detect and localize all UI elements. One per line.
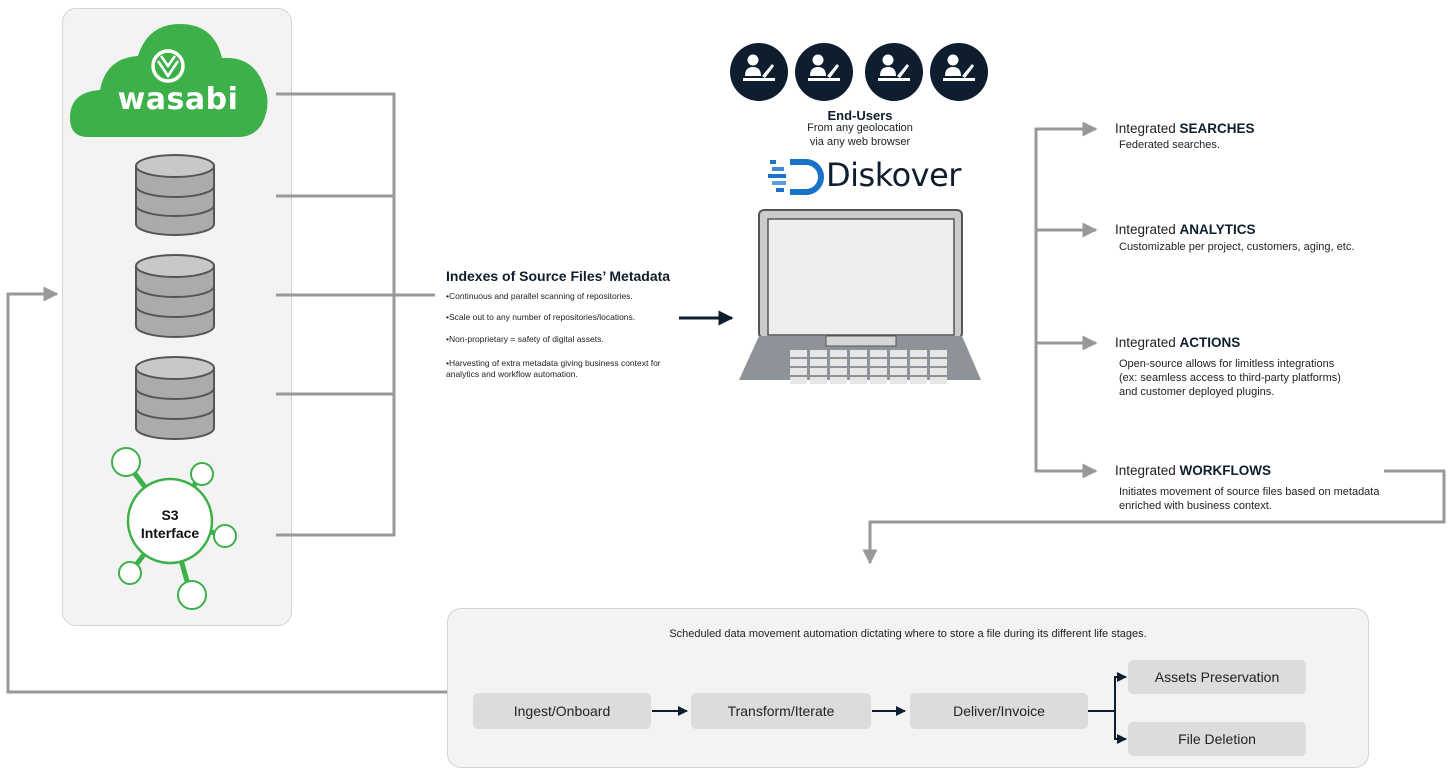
- outcome-assets-preservation: Assets Preservation: [1128, 660, 1306, 694]
- stage-deliver-invoice: Deliver/Invoice: [910, 693, 1088, 729]
- capability-workflows-desc: enriched with business context.: [1119, 500, 1272, 512]
- s3-label-line1: S3: [161, 507, 179, 523]
- diskover-logo-icon: [768, 159, 824, 195]
- capability-name: SEARCHES: [1179, 121, 1255, 136]
- capability-analytics-desc: Customizable per project, customers, agi…: [1119, 241, 1355, 253]
- capability-actions-desc: and customer deployed plugins.: [1119, 386, 1275, 398]
- workflows-to-automation-arrow: [862, 469, 1446, 565]
- keyboard-key: [810, 368, 827, 375]
- keyboard-key: [890, 368, 907, 375]
- end-users-line1: From any geolocation: [807, 122, 913, 134]
- keyboard-key: [910, 377, 927, 384]
- indexes-title: Indexes of Source Files’ Metadata: [446, 268, 671, 284]
- wasabi-cloud-logo: [70, 24, 268, 137]
- keyboard-key: [790, 368, 807, 375]
- keyboard-key: [850, 359, 867, 366]
- capability-prefix: Integrated: [1115, 222, 1180, 237]
- capability-name: ANALYTICS: [1179, 222, 1256, 237]
- diskover-wordmark: Diskover: [826, 156, 961, 194]
- s3-label-line2: Interface: [140, 525, 200, 541]
- outcome-file-deletion: File Deletion: [1128, 722, 1306, 756]
- keyboard-key: [910, 368, 927, 375]
- keyboard-key: [890, 359, 907, 366]
- laptop-icon: [739, 209, 981, 380]
- keyboard-key: [810, 359, 827, 366]
- capability-searches-title: Integrated SEARCHES: [1115, 121, 1255, 136]
- database-icon: [135, 254, 215, 338]
- keyboard-key: [930, 350, 947, 357]
- keyboard-key: [850, 368, 867, 375]
- keyboard-key: [870, 359, 887, 366]
- keyboard-key: [850, 350, 867, 357]
- indexes-item: •Harvesting of extra metadata giving bus…: [446, 358, 661, 379]
- keyboard-key: [930, 377, 947, 384]
- keyboard-key: [890, 350, 907, 357]
- capability-actions-desc: (ex: seamless access to third-party plat…: [1119, 372, 1341, 384]
- capability-name: WORKFLOWS: [1179, 463, 1272, 478]
- keyboard-key: [810, 350, 827, 357]
- keyboard-key: [850, 377, 867, 384]
- s3-interface-label: S3 Interface: [128, 506, 212, 542]
- wasabi-brand-label: wasabi: [117, 82, 239, 117]
- capability-analytics-title: Integrated ANALYTICS: [1115, 222, 1256, 237]
- database-icon: [135, 356, 215, 440]
- indexes-item: •Continuous and parallel scanning of rep…: [446, 291, 633, 301]
- keyboard-key: [830, 350, 847, 357]
- indexes-item: •Non-proprietary = safety of digital ass…: [446, 334, 604, 344]
- end-user-icon: [795, 43, 853, 101]
- database-icon: [135, 154, 215, 236]
- keyboard-key: [890, 377, 907, 384]
- laptop-keyboard: [790, 350, 947, 384]
- keyboard-key: [870, 368, 887, 375]
- outcome-fork: [1088, 672, 1127, 744]
- end-user-icon: [930, 43, 988, 101]
- storage-connector: [276, 92, 435, 537]
- stage-transform-iterate: Transform/Iterate: [691, 693, 871, 729]
- end-users-line2: via any web browser: [809, 136, 911, 148]
- keyboard-key: [830, 368, 847, 375]
- keyboard-key: [790, 359, 807, 366]
- end-user-icon: [730, 43, 788, 101]
- keyboard-key: [790, 377, 807, 384]
- capability-name: ACTIONS: [1179, 335, 1241, 350]
- capability-searches-desc: Federated searches.: [1119, 139, 1220, 151]
- return-loop-arrow: [6, 286, 447, 694]
- keyboard-key: [830, 359, 847, 366]
- capability-workflows-title: Integrated WORKFLOWS: [1115, 463, 1271, 478]
- keyboard-key: [870, 377, 887, 384]
- wasabi-leaf-icon: [151, 49, 185, 83]
- capabilities-connector: [1034, 121, 1098, 479]
- automation-caption: Scheduled data movement automation dicta…: [669, 628, 1147, 640]
- keyboard-key: [870, 350, 887, 357]
- keyboard-key: [910, 350, 927, 357]
- capability-prefix: Integrated: [1115, 335, 1180, 350]
- keyboard-key: [810, 377, 827, 384]
- indexes-item: •Scale out to any number of repositories…: [446, 312, 636, 322]
- capability-prefix: Integrated: [1115, 463, 1180, 478]
- keyboard-key: [910, 359, 927, 366]
- end-users-title: End-Users: [827, 108, 893, 123]
- capability-prefix: Integrated: [1115, 121, 1180, 136]
- capability-actions-desc: Open-source allows for limitless integra…: [1119, 358, 1335, 370]
- s3-interface-icon: [111, 447, 237, 610]
- end-user-icon: [865, 43, 923, 101]
- keyboard-key: [830, 377, 847, 384]
- stage-ingest-onboard: Ingest/Onboard: [473, 693, 651, 729]
- keyboard-key: [930, 359, 947, 366]
- capability-actions-title: Integrated ACTIONS: [1115, 335, 1240, 350]
- capability-workflows-desc: Initiates movement of source files based…: [1119, 486, 1380, 498]
- keyboard-key: [790, 350, 807, 357]
- keyboard-key: [930, 368, 947, 375]
